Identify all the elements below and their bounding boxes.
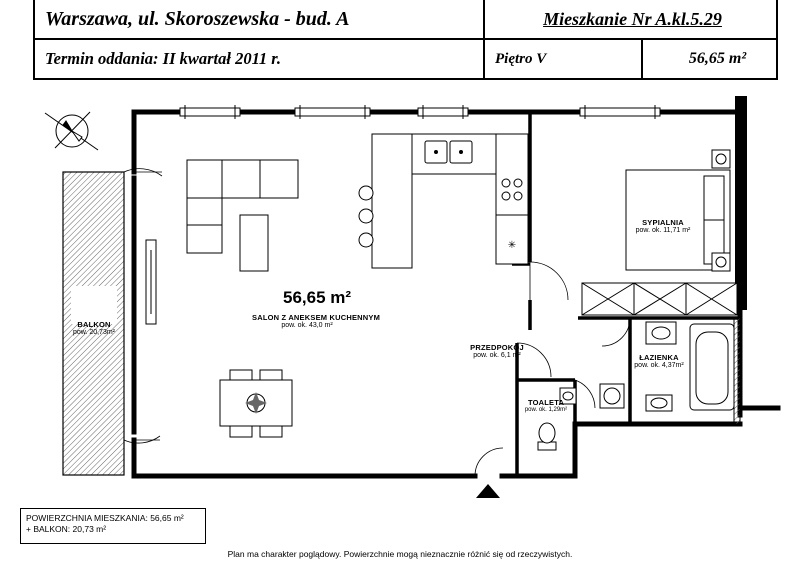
window-ticks [184, 105, 656, 119]
room-label-lazienka: ŁAZIENKA pow. ok. 4,37m² [628, 353, 690, 369]
room-label-balkon: BALKON pow. 20,73m² [66, 320, 122, 336]
room-area: pow. ok. 1,29m² [524, 407, 568, 413]
room-area: pow. ok. 43,0 m² [281, 322, 333, 329]
room-area: pow. ok. 11,71 m² [635, 227, 691, 234]
room-label-przedpokoj: PRZEDPOKÓJ pow. ok. 6,1 m² [462, 343, 532, 359]
compass-icon [44, 111, 99, 151]
header-row-2: Termin oddania: II kwartał 2011 r. Piętr… [35, 40, 776, 78]
wall-block [735, 96, 747, 310]
room-name: BALKON [77, 320, 111, 329]
total-area: 56,65 m² [688, 50, 747, 67]
sofa-icon [186, 159, 299, 254]
room-area: pow. 20,73m² [72, 329, 116, 336]
room-name: PRZEDPOKÓJ [470, 343, 524, 352]
apartment-number: Mieszkanie Nr A.kl.5.29 [543, 8, 722, 29]
windows [179, 107, 661, 117]
doors [123, 168, 631, 477]
header-divider [483, 40, 485, 78]
bed-icon [625, 149, 731, 272]
header-table: Warszawa, ul. Skoroszewska - bud. A Mies… [33, 0, 778, 80]
completion-date: Termin oddania: II kwartał 2011 r. [45, 49, 281, 68]
bathroom-fixtures [599, 317, 741, 425]
apartment-area-headline: 56,65 m² [283, 288, 352, 307]
kitchen [358, 133, 529, 269]
room-label-toaleta: TOALETA pow. ok. 1,29m² [520, 398, 572, 413]
room-name: SALON Z ANEKSEM KUCHENNYM [252, 313, 381, 322]
header-divider [641, 40, 643, 78]
toilet-icon [537, 387, 577, 451]
room-name: ŁAZIENKA [639, 353, 679, 362]
room-name: SYPIALNIA [642, 218, 684, 227]
area-summary: POWIERZCHNIA MIESZKANIA: 56,65 m² + BALK… [20, 508, 206, 544]
dining-table [219, 369, 293, 438]
tv-unit [145, 239, 157, 325]
room-label-salon: SALON Z ANEKSEM KUCHENNYM pow. ok. 43,0 … [252, 313, 381, 329]
fridge-icon: ✳ [508, 240, 516, 251]
header-divider [483, 0, 485, 38]
coffee-table [239, 214, 269, 272]
room-label-sypialnia: SYPIALNIA pow. ok. 11,71 m² [628, 218, 698, 234]
disclaimer: Plan ma charakter poglądowy. Powierzchni… [227, 549, 573, 559]
wardrobe [581, 282, 738, 316]
room-name: TOALETA [527, 398, 565, 407]
floor: Piętro V [495, 50, 547, 67]
summary-balcony-area: + BALKON: 20,73 m² [26, 524, 107, 534]
address: Warszawa, ul. Skoroszewska - bud. A [45, 7, 350, 30]
summary-apartment-area: POWIERZCHNIA MIESZKANIA: 56,65 m² [26, 513, 184, 523]
room-area: pow. ok. 4,37m² [634, 362, 684, 369]
header-row-1: Warszawa, ul. Skoroszewska - bud. A Mies… [35, 0, 776, 40]
balcony [62, 171, 125, 476]
entrance-arrow-icon [476, 484, 500, 498]
room-area: pow. ok. 6,1 m² [473, 352, 521, 359]
